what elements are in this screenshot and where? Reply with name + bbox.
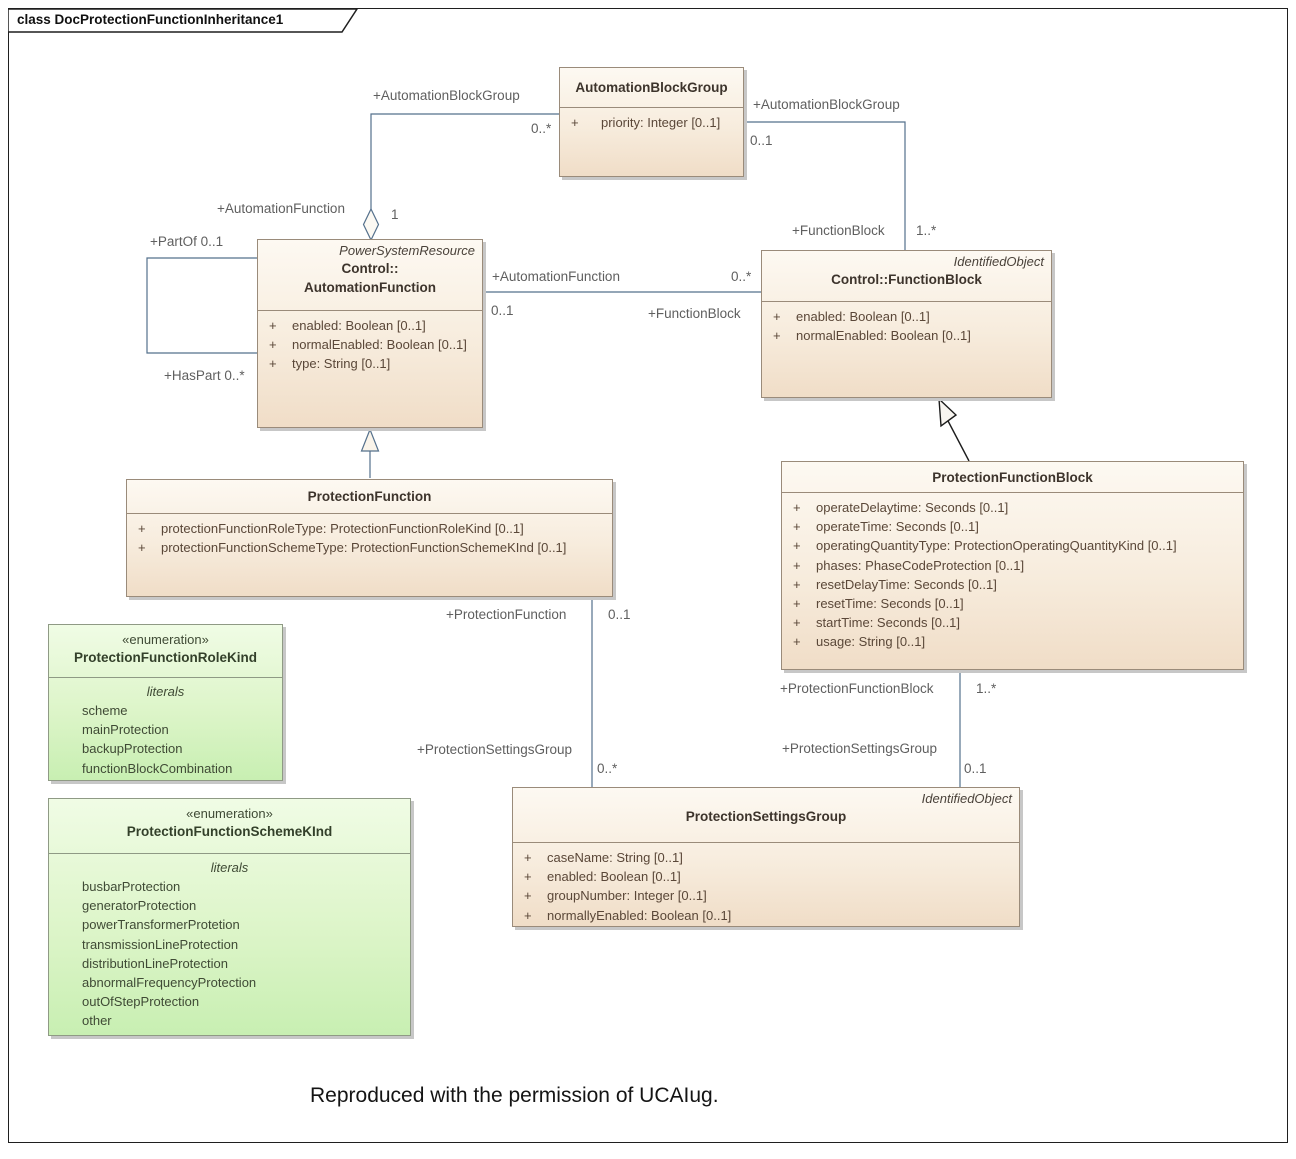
class-stereotype: IdentifiedObject [953, 254, 1044, 269]
attribute-row: +phases: PhaseCodeProtection [0..1] [793, 557, 1025, 573]
enum-literal: transmissionLineProtection [82, 936, 239, 952]
role-label: +HasPart 0..* [164, 368, 245, 383]
attribute-row: +operatingQuantityType: ProtectionOperat… [793, 538, 1177, 554]
literals-heading: literals [146, 684, 185, 699]
class-protectionsettingsgroup[interactable]: IdentifiedObject ProtectionSettingsGroup… [512, 787, 1020, 927]
enum-stereotype: «enumeration» [186, 806, 273, 821]
multiplicity-label: 0..* [731, 269, 752, 284]
enum-literal: distributionLineProtection [82, 955, 228, 971]
attribute-row: +type: String [0..1] [269, 356, 391, 372]
role-label: +FunctionBlock [792, 223, 885, 238]
diagram-frame [8, 8, 1288, 1143]
class-title: ProtectionFunctionBlock [932, 469, 1093, 485]
enum-protectionfunctionschemekind[interactable]: «enumeration» ProtectionFunctionSchemeKI… [48, 798, 411, 1036]
generalization-protectionfunction-automationfunction[interactable] [360, 427, 380, 479]
enum-literal: other [82, 1013, 112, 1029]
enum-title: ProtectionFunctionSchemeKInd [126, 824, 333, 839]
enum-protectionfunctionrolekind[interactable]: «enumeration» ProtectionFunctionRoleKind… [48, 624, 283, 781]
attribute-row: +resetTime: Seconds [0..1] [793, 596, 964, 612]
class-title: AutomationBlockGroup [575, 80, 728, 95]
attribute-row: +usage: String [0..1] [793, 634, 926, 650]
multiplicity-label: 0..* [597, 761, 618, 776]
enum-literal: busbarProtection [82, 879, 181, 894]
class-stereotype: IdentifiedObject [921, 791, 1012, 806]
attribute-row: +startTime: Seconds [0..1] [793, 615, 961, 631]
class-control-automationfunction[interactable]: PowerSystemResource Control:: Automation… [257, 239, 483, 428]
attribute-row: +priority: Integer [0..1] [571, 115, 721, 130]
enum-literal: mainProtection [82, 722, 169, 738]
attribute-row: +groupNumber: Integer [0..1] [524, 888, 707, 904]
role-label: +PartOf 0..1 [150, 234, 224, 249]
enum-title: ProtectionFunctionRoleKind [74, 650, 257, 665]
multiplicity-label: 1 [391, 207, 399, 222]
association-automationblockgroup-functionblock[interactable] [744, 121, 906, 250]
enum-literal: functionBlockCombination [82, 760, 233, 776]
attribute-row: +resetDelayTime: Seconds [0..1] [793, 576, 997, 592]
class-automationblockgroup[interactable]: AutomationBlockGroup +priority: Integer … [559, 67, 744, 177]
class-title-line1: Control:: [341, 261, 399, 276]
multiplicity-label: 0..1 [750, 133, 773, 148]
class-title: ProtectionSettingsGroup [685, 809, 847, 824]
literals-heading: literals [210, 860, 249, 875]
attribute-row: +enabled: Boolean [0..1] [269, 318, 426, 333]
attribute-row: +enabled: Boolean [0..1] [773, 309, 930, 324]
attribute-row: +normalEnabled: Boolean [0..1] [269, 337, 467, 353]
attribute-row: +protectionFunctionSchemeType: Protectio… [138, 540, 567, 556]
class-control-functionblock[interactable]: IdentifiedObject Control::FunctionBlock … [761, 250, 1052, 398]
enum-stereotype: «enumeration» [122, 632, 209, 647]
enum-literal: scheme [82, 703, 128, 718]
class-stereotype: PowerSystemResource [339, 243, 475, 258]
generalization-protectionfunctionblock-functionblock[interactable] [938, 397, 970, 462]
attribute-row: +protectionFunctionRoleType: ProtectionF… [138, 521, 524, 536]
association-automationfunction-self[interactable] [146, 257, 257, 354]
attribute-row: +enabled: Boolean [0..1] [524, 869, 681, 885]
role-label: +AutomationFunction [217, 201, 345, 216]
role-label: +AutomationFunction [492, 269, 620, 284]
class-title-line2: AutomationFunction [304, 280, 436, 295]
copyright-caption: Reproduced with the permission of UCAIug… [310, 1084, 719, 1107]
multiplicity-label: 0..* [531, 121, 552, 136]
class-protectionfunction[interactable]: ProtectionFunction +protectionFunctionRo… [126, 479, 613, 597]
enum-literal: powerTransformerProtetion [82, 917, 240, 933]
role-label: +ProtectionFunction [446, 607, 567, 622]
attribute-row: +operateDelaytime: Seconds [0..1] [793, 500, 1009, 515]
enum-literal: abnormalFrequencyProtection [82, 975, 257, 991]
role-label: +ProtectionSettingsGroup [782, 741, 937, 756]
role-label: +ProtectionFunctionBlock [780, 681, 934, 696]
role-label: +ProtectionSettingsGroup [417, 742, 572, 757]
attribute-row: +operateTime: Seconds [0..1] [793, 519, 979, 535]
diagram-tab [7, 8, 368, 33]
enum-literal: generatorProtection [82, 898, 197, 914]
multiplicity-label: 0..1 [491, 303, 514, 318]
role-label: +FunctionBlock [648, 306, 741, 321]
attribute-row: +normallyEnabled: Boolean [0..1] [524, 907, 732, 923]
role-label: +AutomationBlockGroup [373, 88, 520, 103]
enum-literal: outOfStepProtection [82, 994, 200, 1010]
class-title: ProtectionFunction [307, 489, 432, 504]
multiplicity-label: 1..* [916, 223, 937, 238]
role-label: +AutomationBlockGroup [753, 97, 900, 112]
multiplicity-label: 0..1 [608, 607, 631, 622]
multiplicity-label: 1..* [976, 681, 997, 696]
attribute-row: +caseName: String [0..1] [524, 850, 683, 865]
diagram-tab-shape [7, 8, 359, 33]
diagram-title: class DocProtectionFunctionInheritance1 [17, 12, 284, 27]
class-title: Control::FunctionBlock [831, 272, 982, 287]
attribute-row: +normalEnabled: Boolean [0..1] [773, 328, 971, 344]
multiplicity-label: 0..1 [964, 761, 987, 776]
enum-literal: backupProtection [82, 741, 183, 757]
class-protectionfunctionblock[interactable]: ProtectionFunctionBlock +operateDelaytim… [781, 461, 1244, 670]
aggregation-automationblockgroup-automationfunction[interactable] [362, 113, 560, 242]
